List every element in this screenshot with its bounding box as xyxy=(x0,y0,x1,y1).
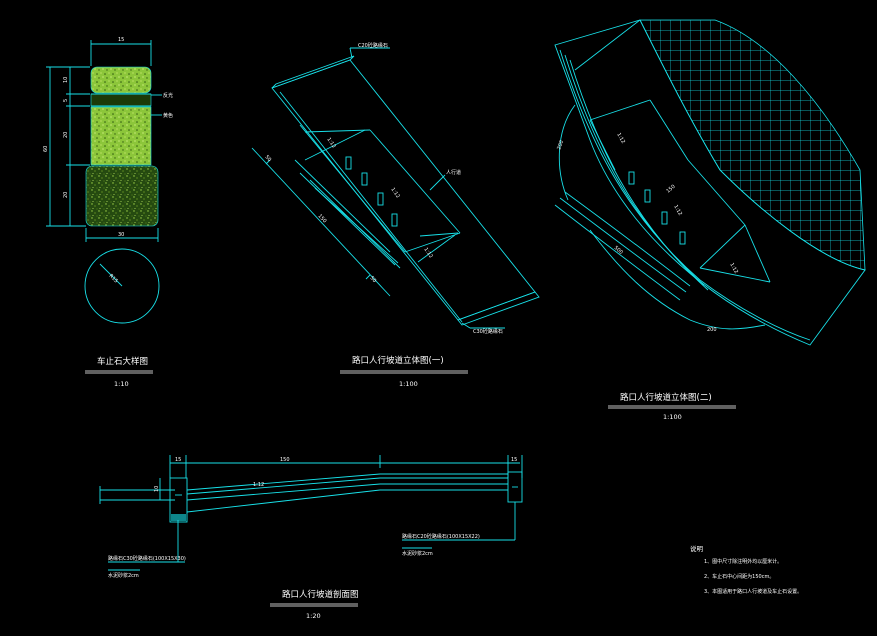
ramp2-scale: 1:100 xyxy=(663,413,682,421)
section-dim-left: 15 xyxy=(175,457,181,463)
general-notes: 说明 1、图中尺寸除注明外均以厘米计。 2、车止石中心间距为150cm。 3、本… xyxy=(690,544,802,595)
ramp2-slope-3: 1:12 xyxy=(728,262,739,275)
section-note-3: 路缘石C20砼路缘石(100X15X22) xyxy=(402,533,480,540)
ramp2-dim-b: 500 xyxy=(613,245,624,256)
ramp2-dim-c: 200 xyxy=(707,327,717,333)
bollard-dim-bottom: 30 xyxy=(118,232,124,238)
bollard-callout-1: 反光 xyxy=(163,92,173,99)
ramp1-bottom-note: C30砼路缘石 xyxy=(473,328,503,335)
bollard-radius: R15 xyxy=(108,273,119,284)
bollard-dim-1: 10 xyxy=(63,77,69,83)
ramp2-slope-2: 1:12 xyxy=(672,204,683,217)
bollard-detail: 15 60 10 5 20 20 反光 黄色 30 R15 车止石大样图 1:1… xyxy=(43,37,173,388)
ramp1-title: 路口人行坡道立体图(一) xyxy=(352,355,444,366)
section-note-4: 水泥砂浆2cm xyxy=(402,550,433,557)
section-title: 路口人行坡道剖面图 xyxy=(282,589,359,600)
ramp1-dim-c: 50 xyxy=(369,275,378,284)
bollard-scale: 1:10 xyxy=(114,380,129,388)
ramp1-scale: 1:100 xyxy=(399,380,418,388)
ramp1-dim-a: 50 xyxy=(264,154,273,163)
section-scale: 1:20 xyxy=(306,612,321,620)
section-note-2: 水泥砂浆2cm xyxy=(108,572,139,579)
ramp1-dim-b: 150 xyxy=(317,213,328,224)
ramp1-top-note: C20砼路缘石 xyxy=(358,42,388,49)
ramp2-title: 路口人行坡道立体图(二) xyxy=(620,392,712,403)
notes-item-3: 3、本图适用于路口人行坡道及车止石设置。 xyxy=(704,588,802,595)
ramp1-slope-1: 1:12 xyxy=(325,137,336,150)
bollard-title: 车止石大样图 xyxy=(97,356,148,367)
section-dim-h: 10 xyxy=(154,486,160,492)
ramp2-mid: 150 xyxy=(665,184,676,195)
notes-item-2: 2、车止石中心间距为150cm。 xyxy=(704,573,774,580)
notes-heading: 说明 xyxy=(690,544,704,553)
bollard-dim-5: 20 xyxy=(63,192,69,198)
ramp1-slope-3: 1:12 xyxy=(422,247,433,260)
section-slope: 1:12 xyxy=(253,482,264,488)
notes-item-1: 1、图中尺寸除注明外均以厘米计。 xyxy=(704,558,782,565)
ramp1-detail: 50 150 50 1:12 1:12 1:12 C20砼路缘石 人行道 C30… xyxy=(251,42,540,388)
section-note-1: 路缘石C30砼路缘石(100X15X30) xyxy=(108,555,186,562)
section-dim-mid: 150 xyxy=(280,457,290,463)
ramp1-slope-2: 1:12 xyxy=(389,187,400,200)
bollard-dim-total: 60 xyxy=(43,146,49,152)
bollard-dim-2: 5 xyxy=(63,99,69,102)
ramp2-dim-a: 200 xyxy=(556,140,565,151)
bollard-dim-4: 20 xyxy=(63,132,69,138)
ramp1-side-note: 人行道 xyxy=(446,169,461,176)
section-detail: 15 150 15 10 1:12 路缘石C30砼路缘石(100X15X30) … xyxy=(99,455,523,620)
section-dim-right: 15 xyxy=(511,457,517,463)
ramp2-detail: 200 500 200 1:12 1:12 1:12 150 路口人行坡道立体图… xyxy=(554,19,866,421)
bollard-dim-top: 15 xyxy=(118,37,124,43)
ramp2-slope-1: 1:12 xyxy=(615,132,626,145)
bollard-callout-2: 黄色 xyxy=(163,112,173,119)
